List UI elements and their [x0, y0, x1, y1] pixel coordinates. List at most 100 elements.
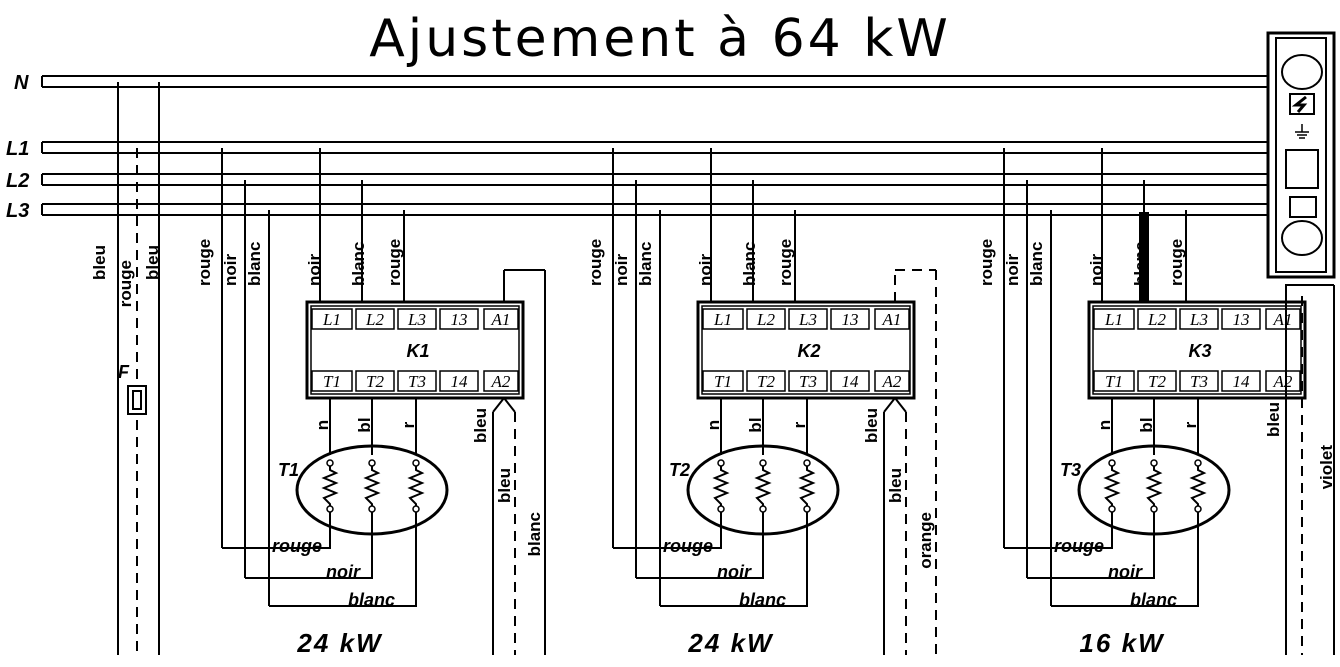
bus-n: [41, 75, 1268, 88]
el1-term-top-l3: L3: [407, 310, 426, 329]
resistor-icon: [1145, 462, 1163, 510]
el3-phase-label-2: r: [1181, 421, 1200, 428]
el2-contactor-label: K2: [797, 341, 820, 361]
terminal-block-inner: [1275, 37, 1327, 273]
el1-supply-label-3: noir: [305, 254, 324, 286]
el3-return-label-blanc: blanc: [1130, 590, 1177, 610]
el2-term-bottom-t3: T3: [799, 372, 817, 391]
terminal-block-frame: [1266, 31, 1336, 279]
el2-return-label-blanc: blanc: [739, 590, 786, 610]
el1-term-top-13: 13: [451, 310, 468, 329]
terminal-cell: [355, 308, 395, 330]
resistor-icon: [321, 462, 339, 510]
resistor-icon: [712, 462, 730, 510]
fuse-label: F: [118, 362, 130, 382]
contactor-inner: [310, 305, 520, 395]
el2-supply-label-4: blanc: [740, 242, 759, 286]
el2-term-bottom-t2: T2: [757, 372, 775, 391]
el1-term-bottom-t1: T1: [323, 372, 341, 391]
bus-bar: [41, 203, 1268, 216]
el2-term-top-a1: A1: [882, 310, 902, 329]
terminal-cell: [397, 370, 437, 392]
el3-return-path-noir: [1027, 512, 1155, 579]
el3-phase-label-1: bl: [1137, 417, 1156, 432]
el3-coil-return: [1285, 284, 1334, 655]
el1-return-path-blanc: [269, 512, 417, 607]
bus-label-l1: L1: [6, 138, 29, 160]
feed-label-bleu-2: bleu: [143, 245, 162, 280]
lightning-icon: [1289, 93, 1315, 115]
el1-coil-label-1: bleu: [495, 468, 514, 503]
resistor-icon: [1103, 462, 1121, 510]
terminal-cell: [483, 308, 519, 330]
el1-coil-label-2: blanc: [525, 512, 544, 556]
terminal-block: [1266, 31, 1336, 279]
terminal-cell: [439, 308, 479, 330]
el1-term-top-l2: L2: [365, 310, 384, 329]
el1-heater-label: T1: [278, 460, 299, 480]
el2-supply-label-0: rouge: [586, 239, 605, 286]
el2-coil-label-2: orange: [916, 512, 935, 569]
el2-coil-label-1: bleu: [886, 468, 905, 503]
el2-term-bottom-t1: T1: [714, 372, 732, 391]
el3-term-top-l1: L1: [1104, 310, 1123, 329]
bus-label-l3: L3: [6, 200, 29, 222]
el3-supply-label-5: rouge: [1167, 239, 1186, 286]
el2-supply-label-2: blanc: [636, 242, 655, 286]
el3-power-label: 16 kW: [1079, 628, 1165, 658]
el1-supply-label-4: blanc: [349, 242, 368, 286]
el1-phase-label-1: bl: [355, 417, 374, 432]
terminal-cell: [355, 370, 395, 392]
el1-return-path-noir: [245, 512, 373, 579]
terminal-cell: [874, 370, 910, 392]
terminal-cell: [702, 370, 744, 392]
terminal-cell: [746, 308, 786, 330]
el2-term-bottom-14: 14: [842, 372, 860, 391]
bus-l2: [41, 173, 1268, 186]
el1-coil-a2-join: [492, 396, 516, 413]
terminal-cell: [702, 308, 744, 330]
el2-power-label: 24 kW: [687, 628, 774, 658]
el2-supply-label-1: noir: [612, 254, 631, 286]
el2-phase-label-2: r: [790, 421, 809, 428]
el3-return-path-blanc: [1051, 512, 1199, 607]
el1-return-label-blanc: blanc: [348, 590, 395, 610]
terminal-cell: [1093, 308, 1135, 330]
el3-term-bottom-t3: T3: [1190, 372, 1208, 391]
thick-wire: [1139, 212, 1149, 302]
el2-term-bottom-a2: A2: [882, 372, 902, 391]
terminal-cell: [311, 370, 353, 392]
el3-return-label-rouge: rouge: [1054, 536, 1104, 556]
el3-coil-label-0: bleu: [1264, 402, 1283, 437]
terminal-cell: [1093, 370, 1135, 392]
el2-coil-a2-join: [883, 396, 907, 413]
el1-term-top-a1: A1: [491, 310, 511, 329]
terminal-screw-bottom: [1281, 220, 1323, 256]
terminal-cell: [439, 370, 479, 392]
bus-label-l2: L2: [6, 170, 29, 192]
el3-phase-label-0: n: [1095, 420, 1114, 430]
el1-term-top-l1: L1: [322, 310, 341, 329]
terminal-cell: [1137, 308, 1177, 330]
terminal-cell: [874, 308, 910, 330]
el1-supply-label-2: blanc: [245, 242, 264, 286]
terminal-slot: [1285, 149, 1319, 189]
el3-term-top-l3: L3: [1189, 310, 1208, 329]
el3-term-bottom-t2: T2: [1148, 372, 1166, 391]
el1-return-label-noir: noir: [326, 562, 361, 582]
el2-term-top-l3: L3: [798, 310, 817, 329]
el1-term-bottom-14: 14: [451, 372, 469, 391]
el1-supply-label-5: rouge: [385, 239, 404, 286]
terminal-cell: [1265, 308, 1301, 330]
el2-return-path-noir: [636, 512, 764, 579]
el1-power-label: 24 kW: [296, 628, 383, 658]
terminal-cell: [311, 308, 353, 330]
bus-bar: [41, 75, 1268, 88]
el1-term-bottom-t3: T3: [408, 372, 426, 391]
resistor-icon: [407, 462, 425, 510]
resistor-icon: [363, 462, 381, 510]
terminal-cell: [483, 370, 519, 392]
el2-term-top-l1: L1: [713, 310, 732, 329]
el2-return-path-rouge: [613, 512, 722, 549]
